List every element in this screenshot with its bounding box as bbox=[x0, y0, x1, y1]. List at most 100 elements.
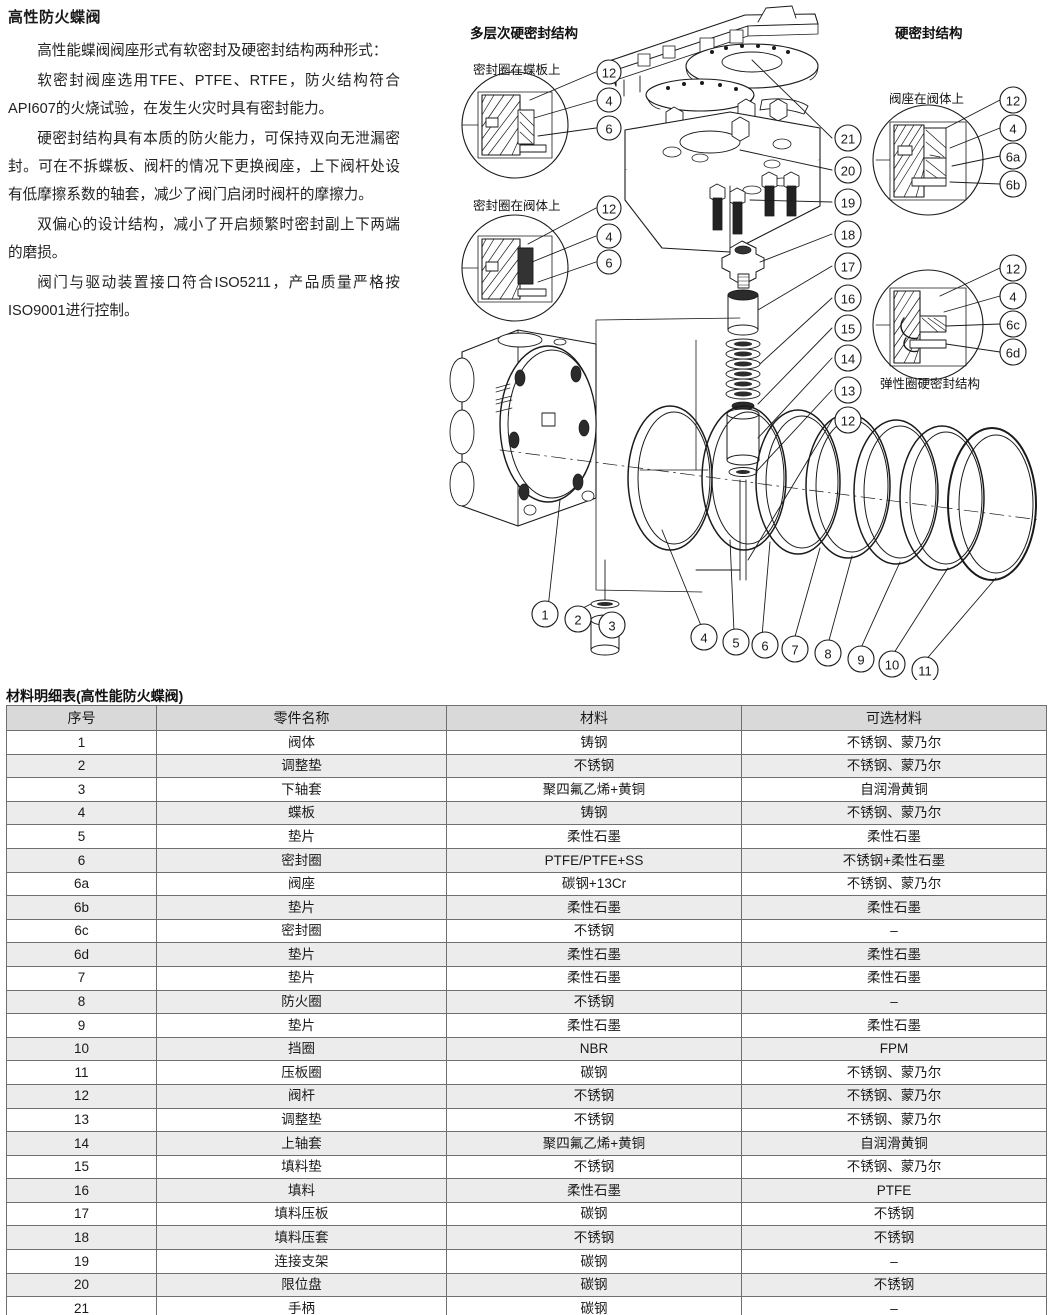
bom-cell-material: 柔性石墨 bbox=[446, 965, 742, 991]
bom-cell-part: 填料 bbox=[156, 1178, 447, 1203]
ring-part-5 bbox=[627, 405, 713, 551]
bom-cell-material: 柔性石墨 bbox=[446, 1013, 742, 1038]
bom-cell-index: 4 bbox=[6, 800, 157, 826]
callout-19: 19 bbox=[841, 196, 855, 211]
bom-cell-index: 6d bbox=[6, 942, 157, 967]
bom-cell-index: 8 bbox=[6, 989, 157, 1015]
bom-cell-material: 柔性石墨 bbox=[446, 942, 742, 967]
bom-cell-optional: 不锈钢、蒙乃尔 bbox=[741, 730, 1047, 755]
detail-circle-seal-on-disc bbox=[461, 71, 569, 179]
callout-18: 18 bbox=[841, 228, 855, 243]
callout-c-6a: 6a bbox=[1006, 150, 1021, 165]
bom-cell-material: 碳钢 bbox=[446, 1201, 742, 1227]
callout-9: 9 bbox=[857, 653, 864, 668]
bom-cell-optional: 不锈钢、蒙乃尔 bbox=[741, 1107, 1047, 1133]
bom-cell-index: 2 bbox=[6, 753, 157, 779]
callout-d-6c: 6c bbox=[1006, 318, 1020, 333]
bom-cell-optional: 柔性石墨 bbox=[741, 1013, 1047, 1038]
bom-cell-material: 碳钢 bbox=[446, 1060, 742, 1085]
bom-cell-part: 连接支架 bbox=[156, 1249, 447, 1274]
bom-cell-part: 限位盘 bbox=[156, 1272, 447, 1298]
bom-cell-material: 不锈钢 bbox=[446, 1154, 742, 1180]
callout-d-6d: 6d bbox=[1006, 346, 1020, 361]
callout-4-bottom: 4 bbox=[700, 631, 707, 646]
bom-cell-index: 6b bbox=[6, 895, 157, 920]
callout-3: 3 bbox=[608, 619, 615, 634]
callout-circles-stack bbox=[834, 124, 862, 434]
bom-header-row: 序号 零件名称 材料 可选材料 bbox=[6, 705, 1047, 731]
ring-part-7 bbox=[755, 409, 841, 555]
bom-cell-part: 垫片 bbox=[156, 895, 447, 920]
bom-cell-material: 碳钢 bbox=[446, 1249, 742, 1274]
callout-21: 21 bbox=[841, 132, 855, 147]
bom-title: 材料明细表(高性能防火蝶阀) bbox=[6, 688, 184, 704]
callout-16: 16 bbox=[841, 292, 855, 307]
callout-b-12: 12 bbox=[602, 202, 616, 217]
detail-c-leaders bbox=[945, 99, 1001, 185]
paragraph-2: 软密封阀座选用TFE、PTFE、RTFE，防火结构符合API607的火烧试验，在… bbox=[8, 73, 400, 117]
bom-cell-part: 填料垫 bbox=[156, 1154, 447, 1180]
bom-cell-index: 20 bbox=[6, 1272, 157, 1298]
bom-cell-index: 5 bbox=[6, 824, 157, 849]
bom-cell-material: 聚四氟乙烯+黄铜 bbox=[446, 777, 742, 802]
callout-b-6: 6 bbox=[605, 256, 612, 271]
detail-a-label: 密封圈在蝶板上 bbox=[473, 63, 561, 77]
bom-cell-material: 碳钢+13Cr bbox=[446, 871, 742, 897]
detail-circle-seat-on-body bbox=[872, 104, 984, 216]
bom-cell-part: 填料压板 bbox=[156, 1201, 447, 1227]
bom-cell-part: 蝶板 bbox=[156, 800, 447, 826]
ring-stack bbox=[627, 405, 1037, 581]
callout-5: 5 bbox=[732, 636, 739, 651]
detail-b-label: 密封圈在阀体上 bbox=[473, 199, 561, 213]
bom-cell-optional: 柔性石墨 bbox=[741, 942, 1047, 967]
bom-cell-material: 柔性石墨 bbox=[446, 1178, 742, 1203]
bom-cell-optional: 不锈钢、蒙乃尔 bbox=[741, 871, 1047, 897]
bom-cell-part: 填料压套 bbox=[156, 1225, 447, 1251]
bom-cell-index: 17 bbox=[6, 1201, 157, 1227]
ring-part-10 bbox=[899, 425, 985, 571]
callout-b-4: 4 bbox=[605, 230, 612, 245]
bom-col-optional: 可选材料 bbox=[741, 705, 1047, 731]
bottom-leaders bbox=[547, 499, 997, 663]
bom-cell-part: 垫片 bbox=[156, 824, 447, 849]
bom-cell-part: 垫片 bbox=[156, 965, 447, 991]
bom-cell-material: PTFE/PTFE+SS bbox=[446, 847, 742, 873]
bom-cell-part: 防火圈 bbox=[156, 989, 447, 1015]
bom-cell-index: 9 bbox=[6, 1013, 157, 1038]
bom-cell-part: 阀座 bbox=[156, 871, 447, 897]
callout-c-4: 4 bbox=[1009, 122, 1016, 137]
bom-cell-optional: – bbox=[741, 918, 1047, 944]
bom-cell-part: 压板圈 bbox=[156, 1060, 447, 1085]
callout-12-stack: 12 bbox=[841, 414, 855, 429]
bom-cell-material: 不锈钢 bbox=[446, 918, 742, 944]
adjusting-pad-part-13 bbox=[728, 467, 758, 477]
bom-cell-material: 不锈钢 bbox=[446, 1083, 742, 1109]
bom-cell-optional: 不锈钢 bbox=[741, 1272, 1047, 1298]
bom-col-part: 零件名称 bbox=[156, 705, 447, 731]
stem-part-12 bbox=[695, 479, 747, 581]
callout-7: 7 bbox=[791, 643, 798, 658]
callout-11: 11 bbox=[918, 664, 932, 679]
detail-c-label: 阀座在阀体上 bbox=[889, 92, 965, 106]
bom-cell-optional: 自润滑黄铜 bbox=[741, 777, 1047, 802]
callout-2: 2 bbox=[574, 613, 581, 628]
bom-cell-material: 柔性石墨 bbox=[446, 895, 742, 920]
callout-10: 10 bbox=[885, 658, 899, 673]
callout-a-6: 6 bbox=[605, 122, 612, 137]
bom-cell-part: 密封圈 bbox=[156, 847, 447, 873]
bom-cell-index: 13 bbox=[6, 1107, 157, 1133]
bom-cell-index: 15 bbox=[6, 1154, 157, 1180]
bom-cell-material: 不锈钢 bbox=[446, 989, 742, 1015]
